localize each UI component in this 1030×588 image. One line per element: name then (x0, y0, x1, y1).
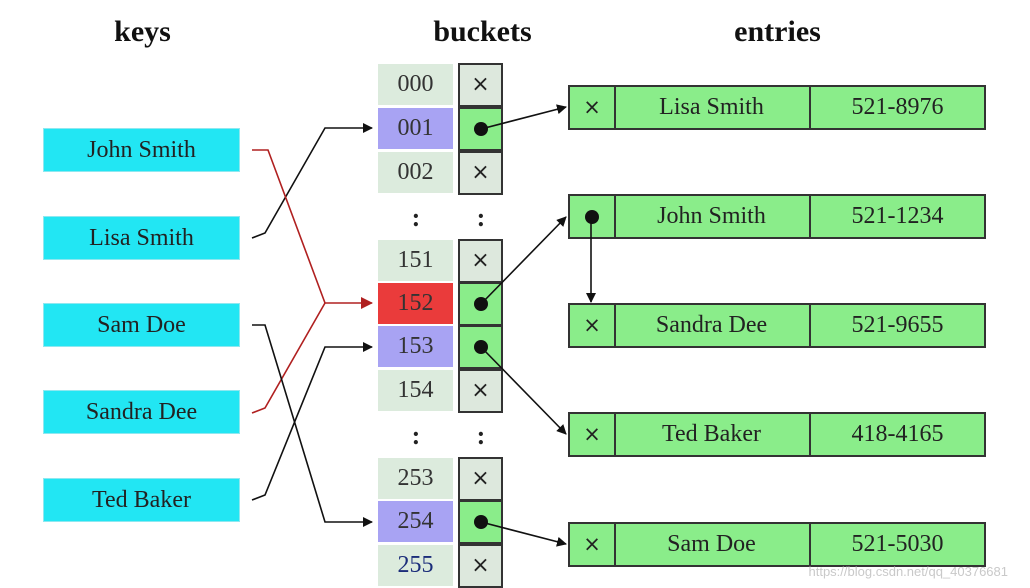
entry-next-null: × (570, 414, 616, 455)
bucket-slot-254 (458, 500, 503, 544)
entry-number: 521-9655 (851, 312, 944, 338)
entry-number: 521-8976 (851, 94, 944, 120)
entry-number: 521-1234 (851, 203, 944, 229)
bucket-index-151: 151 (378, 240, 453, 281)
entry-name: Sandra Dee (614, 305, 811, 346)
bucket-slot-153 (458, 325, 503, 369)
entry-john-smith: John Smith 521-1234 (568, 194, 986, 239)
entry-next-pointer (570, 196, 616, 237)
key-sandra-dee: Sandra Dee (43, 390, 240, 434)
bucket-slot-154: × (458, 369, 503, 413)
ellipsis-slot-1: : (476, 203, 486, 232)
entry-next-null: × (570, 524, 616, 565)
arrow-john-smith-to-152 (252, 149, 373, 309)
entry-next-null: × (570, 305, 616, 346)
entry-lisa-smith: × Lisa Smith 521-8976 (568, 85, 986, 130)
arrow-ted-baker-to-153 (251, 342, 373, 501)
buckets-header: buckets (433, 15, 532, 48)
bucket-index-255: 255 (378, 545, 453, 586)
arrow-lisa-smith-to-001 (251, 123, 373, 239)
bucket-index-000: 000 (378, 64, 453, 105)
bucket-slot-152 (458, 282, 503, 326)
pointer-dot-icon (473, 297, 488, 311)
arrow-sandra-dee-to-152 (251, 302, 326, 414)
bucket-slot-151: × (458, 239, 503, 283)
bucket-slot-000: × (458, 63, 503, 107)
key-john-smith: John Smith (43, 128, 240, 172)
ellipsis-index-2: : (411, 421, 421, 450)
pointer-dot-icon (473, 122, 488, 136)
entry-number: 418-4165 (851, 421, 944, 447)
bucket-slot-253: × (458, 457, 503, 501)
bucket-index-001: 001 (378, 108, 453, 149)
bucket-slot-001 (458, 107, 503, 151)
keys-header: keys (114, 15, 171, 48)
entry-name: Ted Baker (614, 414, 811, 455)
pointer-dot-icon (473, 515, 488, 529)
bucket-index-153: 153 (378, 326, 453, 367)
entry-sam-doe: × Sam Doe 521-5030 (568, 522, 986, 567)
entry-name: John Smith (614, 196, 811, 237)
entries-header: entries (734, 15, 821, 48)
ellipsis-slot-2: : (476, 421, 486, 450)
arrow-sam-doe-to-254 (252, 324, 373, 527)
key-lisa-smith: Lisa Smith (43, 216, 240, 260)
watermark: https://blog.csdn.net/qq_40376681 (808, 564, 1009, 579)
entry-ted-baker: × Ted Baker 418-4165 (568, 412, 986, 457)
entry-name: Sam Doe (614, 524, 811, 565)
entry-next-null: × (570, 87, 616, 128)
bucket-slot-002: × (458, 151, 503, 195)
key-sam-doe: Sam Doe (43, 303, 240, 347)
entry-number: 521-5030 (851, 531, 944, 557)
bucket-index-154: 154 (378, 370, 453, 411)
ellipsis-index-1: : (411, 203, 421, 232)
bucket-index-253: 253 (378, 458, 453, 499)
bucket-index-002: 002 (378, 152, 453, 193)
pointer-dot-icon (585, 210, 599, 224)
bucket-index-254: 254 (378, 501, 453, 542)
entry-name: Lisa Smith (614, 87, 811, 128)
bucket-slot-255: × (458, 544, 503, 588)
key-ted-baker: Ted Baker (43, 478, 240, 522)
bucket-index-152: 152 (378, 283, 453, 324)
pointer-dot-icon (473, 340, 488, 354)
entry-sandra-dee: × Sandra Dee 521-9655 (568, 303, 986, 348)
